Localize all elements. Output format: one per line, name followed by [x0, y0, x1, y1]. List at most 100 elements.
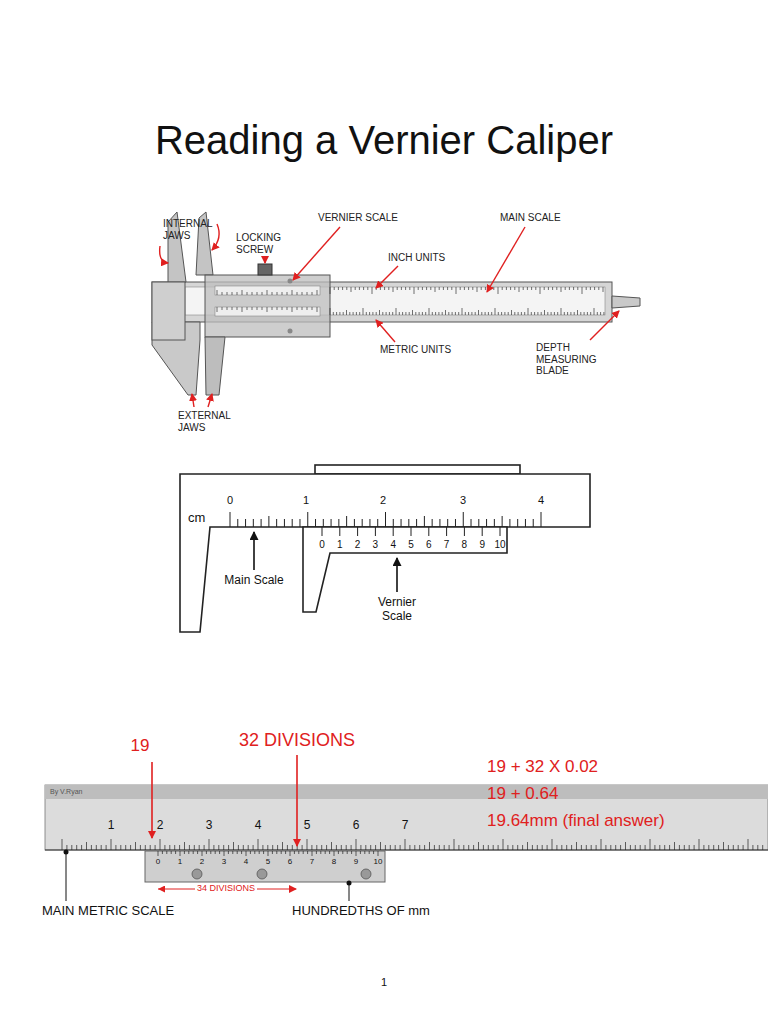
tick-mark — [541, 512, 542, 527]
tick-mark — [535, 287, 536, 290]
tick-mark — [625, 842, 626, 850]
tick-mark — [294, 851, 295, 854]
tick-mark — [277, 292, 278, 295]
scale-label: Vernier Scale — [367, 596, 427, 624]
tick-mark — [533, 519, 534, 527]
tick-mark — [179, 845, 180, 850]
tick-mark — [465, 312, 466, 315]
tick-mark — [145, 845, 146, 850]
tick-mark — [86, 842, 87, 850]
tick-mark — [463, 512, 464, 527]
tick-mark — [393, 519, 394, 527]
tick-mark — [334, 851, 335, 856]
vernier-number: 8 — [332, 857, 336, 866]
tick-mark — [277, 307, 278, 310]
tick-mark — [325, 851, 326, 854]
tick-mark — [500, 527, 501, 536]
tick-mark — [534, 312, 535, 315]
tick-mark — [268, 516, 269, 527]
tick-mark — [471, 519, 472, 527]
calculation-step: 19 + 32 X 0.02 — [487, 757, 598, 777]
tick-mark — [446, 527, 447, 536]
tick-mark — [564, 312, 565, 315]
tick-mark — [439, 519, 440, 527]
tick-mark — [384, 287, 385, 290]
tick-mark — [472, 287, 473, 290]
tick-mark — [262, 292, 263, 295]
tick-mark — [282, 307, 283, 310]
tick-mark — [336, 312, 337, 315]
tick-mark — [392, 312, 393, 315]
tick-mark — [439, 287, 440, 290]
part-label: LOCKING SCREW — [236, 232, 288, 255]
tick-mark — [650, 839, 651, 850]
tick-mark — [525, 519, 526, 527]
tick-mark — [597, 312, 598, 315]
tick-mark — [503, 839, 504, 850]
pointer-arrow — [396, 558, 398, 592]
tick-mark — [531, 287, 532, 290]
page-number: 1 — [381, 976, 387, 989]
tick-mark — [66, 845, 67, 850]
tick-mark — [197, 851, 198, 854]
tick-mark — [395, 845, 396, 850]
tick-mark — [204, 845, 205, 850]
leader-arrow — [212, 224, 219, 250]
tick-mark — [544, 287, 545, 290]
tick-mark — [567, 312, 568, 315]
ruler-top-band — [45, 785, 768, 799]
tick-mark — [380, 287, 381, 290]
tick-mark — [259, 851, 260, 854]
slider-bar — [315, 465, 520, 474]
tick-mark — [455, 519, 456, 527]
part-label: MAIN SCALE — [500, 212, 561, 224]
tick-mark — [356, 851, 357, 856]
tick-mark — [426, 287, 427, 290]
tick-mark — [339, 312, 340, 315]
tick-mark — [493, 845, 494, 850]
tick-mark — [468, 312, 469, 315]
tick-mark — [262, 307, 263, 310]
tick-mark — [330, 308, 331, 315]
tick-mark — [498, 312, 499, 315]
vernier-inch-strip — [215, 286, 320, 295]
tick-mark — [464, 287, 465, 290]
tick-mark — [699, 839, 700, 850]
tick-mark — [596, 845, 597, 850]
scale-number: 0 — [227, 494, 233, 507]
tick-mark — [659, 845, 660, 850]
tick-mark — [276, 851, 277, 854]
tick-mark — [577, 310, 578, 315]
tick-mark — [443, 287, 444, 290]
vernier-number: 6 — [426, 539, 432, 551]
tick-mark — [166, 851, 167, 854]
tick-mark — [96, 845, 97, 850]
tick-mark — [292, 290, 293, 295]
tick-mark — [299, 519, 300, 527]
tick-mark — [468, 287, 469, 290]
tick-mark — [478, 842, 479, 850]
tick-mark — [570, 312, 571, 315]
unit-label: cm — [188, 511, 205, 526]
tick-mark — [376, 312, 377, 315]
vernier-number: 6 — [288, 857, 292, 866]
tick-mark — [547, 312, 548, 315]
tick-mark — [610, 845, 611, 850]
leader-line — [66, 852, 67, 901]
tick-mark — [206, 851, 207, 854]
vernier-number: 0 — [319, 539, 325, 551]
tick-mark — [346, 845, 347, 850]
tick-mark — [581, 845, 582, 850]
tick-mark — [76, 845, 77, 850]
tick-mark — [373, 851, 374, 854]
tick-mark — [360, 845, 361, 850]
tick-mark — [91, 845, 92, 850]
tick-mark — [388, 287, 389, 290]
tick-mark — [282, 842, 283, 850]
scale-number: 4 — [255, 819, 262, 833]
vernier-number: 8 — [462, 539, 468, 551]
tick-mark — [603, 312, 604, 315]
tick-mark — [233, 842, 234, 850]
tick-mark — [561, 287, 562, 292]
tick-mark — [493, 287, 494, 290]
